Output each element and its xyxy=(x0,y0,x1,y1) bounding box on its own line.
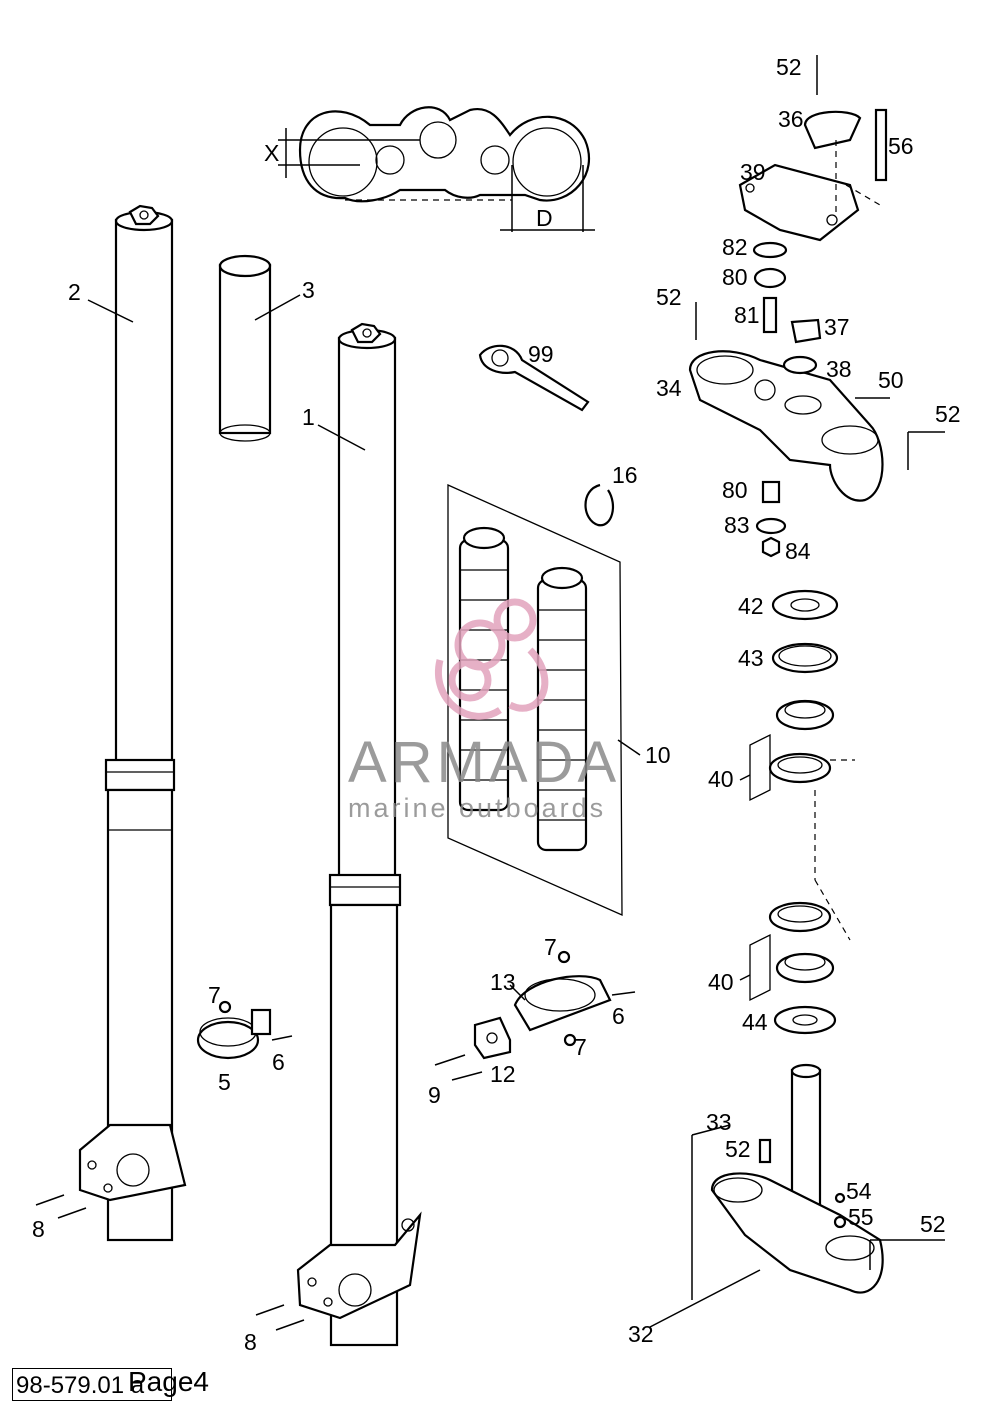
upper-triple-clamp xyxy=(688,318,945,502)
watermark: ARMADA marine outboards xyxy=(348,598,620,823)
inner-tube-sleeve xyxy=(218,254,272,442)
part-label-7-top: 7 xyxy=(544,934,557,960)
part-label-34: 34 xyxy=(656,375,682,401)
part-label-37: 37 xyxy=(824,314,850,340)
part-label-9: 9 xyxy=(428,1082,441,1108)
part-label-56: 56 xyxy=(888,133,914,159)
lower-triple-clamp xyxy=(691,1063,945,1300)
part-label-7-left: 7 xyxy=(208,982,221,1008)
page-label: Page4 xyxy=(128,1366,209,1397)
part-label-40-lower: 40 xyxy=(708,969,734,995)
watermark-tagline: marine outboards xyxy=(348,793,606,823)
handlebar-clamp-assembly xyxy=(738,55,888,242)
retaining-clip xyxy=(584,483,615,527)
part-label-7-bottom: 7 xyxy=(574,1034,587,1060)
reference-code: 98-579.01 a xyxy=(16,1372,145,1399)
fork-leg-right xyxy=(296,322,422,1347)
part-label-52-right-upper: 52 xyxy=(935,401,961,427)
part-label-80-top: 80 xyxy=(722,264,748,290)
axle-clamp-screws-left xyxy=(35,1194,305,1331)
reference-code-box xyxy=(12,1368,172,1401)
part-label-52-top: 52 xyxy=(776,54,802,80)
part-label-54: 54 xyxy=(846,1178,872,1204)
part-label-3: 3 xyxy=(302,277,315,303)
dimension-x-label: X xyxy=(264,140,279,166)
leader-lines xyxy=(87,294,761,1328)
part-label-12: 12 xyxy=(490,1061,516,1087)
hook-wrench xyxy=(478,344,590,412)
clamp-5 xyxy=(196,1000,293,1060)
part-label-38: 38 xyxy=(826,356,852,382)
part-label-83: 83 xyxy=(724,512,750,538)
part-label-42: 42 xyxy=(738,593,764,619)
part-label-13: 13 xyxy=(490,969,516,995)
part-label-2: 2 xyxy=(68,279,81,305)
part-label-39: 39 xyxy=(740,159,766,185)
armada-logo-icon xyxy=(435,598,549,720)
part-label-33: 33 xyxy=(706,1109,732,1135)
part-label-52-lower: 52 xyxy=(725,1136,751,1162)
part-label-6-right: 6 xyxy=(612,1003,625,1029)
part-label-8-right: 8 xyxy=(244,1329,257,1355)
part-label-32: 32 xyxy=(628,1321,654,1347)
part-label-80-bottom: 80 xyxy=(722,477,748,503)
part-label-5: 5 xyxy=(218,1069,231,1095)
steering-nut-stack xyxy=(755,480,787,558)
damper-stack xyxy=(695,241,788,340)
part-label-43: 43 xyxy=(738,645,764,671)
part-label-84: 84 xyxy=(785,538,811,564)
part-label-16: 16 xyxy=(612,462,638,488)
dimension-d-label: D xyxy=(536,205,553,231)
part-label-8-left: 8 xyxy=(32,1216,45,1242)
part-label-6-left: 6 xyxy=(272,1049,285,1075)
part-label-36: 36 xyxy=(778,106,804,132)
fork-leg-left xyxy=(78,204,187,1242)
part-label-40-upper: 40 xyxy=(708,766,734,792)
part-label-52-right-lower: 52 xyxy=(920,1211,946,1237)
part-label-10: 10 xyxy=(645,742,671,768)
part-label-55: 55 xyxy=(848,1204,874,1230)
part-label-81: 81 xyxy=(734,302,760,328)
part-label-99: 99 xyxy=(528,341,554,367)
part-label-1: 1 xyxy=(302,404,315,430)
steering-bearings xyxy=(749,589,855,1035)
part-label-44: 44 xyxy=(742,1009,768,1035)
part-label-52-mid: 52 xyxy=(656,284,682,310)
part-label-50: 50 xyxy=(878,367,904,393)
triple-clamp-outline xyxy=(278,106,595,232)
watermark-brand: ARMADA xyxy=(348,730,620,795)
clamp-13 xyxy=(513,950,636,1047)
part-label-82: 82 xyxy=(722,234,748,260)
clamp-block-12 xyxy=(434,1016,512,1081)
